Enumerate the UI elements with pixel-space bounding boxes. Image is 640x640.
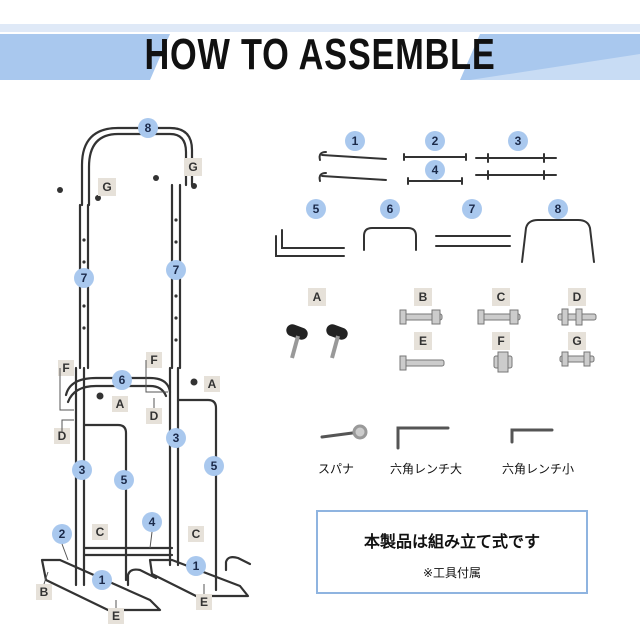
legend-part-2: 2	[425, 131, 445, 151]
hardware-e-right-marker: E	[196, 594, 212, 610]
page-title: HOW TO ASSEMBLE	[144, 30, 496, 79]
diagram-label: 5	[211, 459, 218, 473]
diagram-label: F	[150, 353, 157, 367]
part-5-left-marker: 5	[114, 470, 134, 490]
part-8-marker: 8	[138, 118, 158, 138]
diagram-label: C	[96, 525, 105, 539]
legend-hardware-d: D	[568, 288, 586, 306]
diagram-label: 8	[555, 202, 562, 216]
diagram-label: B	[40, 585, 49, 599]
diagram-label: A	[208, 377, 217, 391]
diagram-label: 5	[121, 473, 128, 487]
diagram-label: 6	[119, 373, 126, 387]
title-banner-stripes	[0, 24, 640, 80]
knob-bolt-icons	[286, 324, 348, 359]
diagram-label: B	[419, 290, 428, 304]
legend-part-1: 1	[345, 131, 365, 151]
parts-legend: 1 2 3 4 5 6 7 8	[306, 131, 568, 219]
diagram-label: 6	[387, 202, 394, 216]
part-7-left-marker: 7	[74, 268, 94, 288]
diagram-label: G	[188, 160, 197, 174]
bolt-icons	[399, 308, 597, 373]
hardware-g-right-marker: G	[184, 158, 202, 176]
part-6-marker: 6	[112, 370, 132, 390]
diagram-label: 7	[81, 271, 88, 285]
diagram-label: 4	[149, 515, 156, 529]
diagram-label: 3	[515, 134, 522, 148]
legend-hardware-f: F	[492, 332, 510, 350]
assembly-note: 本製品は組み立て式です	[363, 532, 540, 551]
diagram-label: 2	[59, 527, 66, 541]
diagram-label: G	[572, 334, 581, 348]
hardware-d-right-marker: D	[146, 408, 162, 424]
tool-icons	[320, 424, 554, 450]
part-7-right-marker: 7	[166, 260, 186, 280]
legend-hardware-e: E	[414, 332, 432, 350]
diagram-label: 2	[432, 134, 439, 148]
tools-included-note: ※工具付属	[422, 566, 482, 580]
part-1-left-marker: 1	[92, 570, 112, 590]
hardware-a-right-marker: A	[204, 376, 220, 392]
small-hex-wrench-icon	[510, 428, 554, 444]
diagram-label: G	[102, 180, 111, 194]
large-hex-wrench-icon	[396, 426, 450, 450]
diagram-label: 3	[79, 463, 86, 477]
diagram-label: 4	[432, 163, 439, 177]
spanner-label: スパナ	[318, 462, 355, 476]
legend-hardware-c: C	[492, 288, 510, 306]
hardware-d-left-marker: D	[54, 428, 70, 444]
hardware-legend: A B C D E F G	[308, 288, 586, 350]
diagram-label: 5	[313, 202, 320, 216]
hardware-f-right-marker: F	[146, 352, 162, 368]
diagram-label: F	[62, 361, 69, 375]
legend-hardware-a: A	[308, 288, 326, 306]
hardware-g-left-marker: G	[98, 178, 116, 196]
part-3-right-marker: 3	[166, 428, 186, 448]
diagram-label: 1	[352, 134, 359, 148]
title-banner	[0, 24, 640, 80]
diagram-label: A	[313, 290, 322, 304]
diagram-label: C	[192, 527, 201, 541]
diagram-label: D	[150, 409, 159, 423]
diagram-label: F	[497, 334, 504, 348]
diagram-label: 3	[173, 431, 180, 445]
diagram-label: A	[116, 397, 125, 411]
hardware-c-right-marker: C	[188, 526, 204, 542]
part-5-right-marker: 5	[204, 456, 224, 476]
diagram-label: 1	[99, 573, 106, 587]
diagram-label: E	[200, 595, 208, 609]
diagram-label: 7	[469, 202, 476, 216]
small-hex-wrench-label: 六角レンチ小	[502, 462, 575, 476]
part-4-marker: 4	[142, 512, 162, 532]
top-handle-bar	[80, 126, 194, 207]
diagram-label: C	[497, 290, 506, 304]
hardware-a-left-marker: A	[112, 396, 128, 412]
legend-part-6: 6	[380, 199, 400, 219]
diagram-label: D	[58, 429, 67, 443]
part-3-left-marker: 3	[72, 460, 92, 480]
diagram-label: 1	[193, 559, 200, 573]
legend-hardware-g: G	[568, 332, 586, 350]
legend-hardware-b: B	[414, 288, 432, 306]
part-1-right-marker: 1	[186, 556, 206, 576]
large-hex-wrench-label: 六角レンチ大	[390, 462, 463, 476]
legend-part-4: 4	[425, 160, 445, 180]
diagram-label: E	[419, 334, 427, 348]
part-2-marker: 2	[52, 524, 72, 544]
hardware-e-left-marker: E	[108, 608, 124, 624]
hardware-c-left-marker: C	[92, 524, 108, 540]
diagram-label: E	[112, 609, 120, 623]
assembly-note-box: 本製品は組み立て式です ※工具付属	[316, 510, 588, 594]
diagram-label: D	[573, 290, 582, 304]
hardware-f-left-marker: F	[58, 360, 74, 376]
hardware-b-marker: B	[36, 584, 52, 600]
legend-part-8: 8	[548, 199, 568, 219]
diagram-label: 7	[173, 263, 180, 277]
part-8-label: 8	[145, 121, 152, 135]
legend-part-3: 3	[508, 131, 528, 151]
legend-part-7: 7	[462, 199, 482, 219]
legend-part-5: 5	[306, 199, 326, 219]
